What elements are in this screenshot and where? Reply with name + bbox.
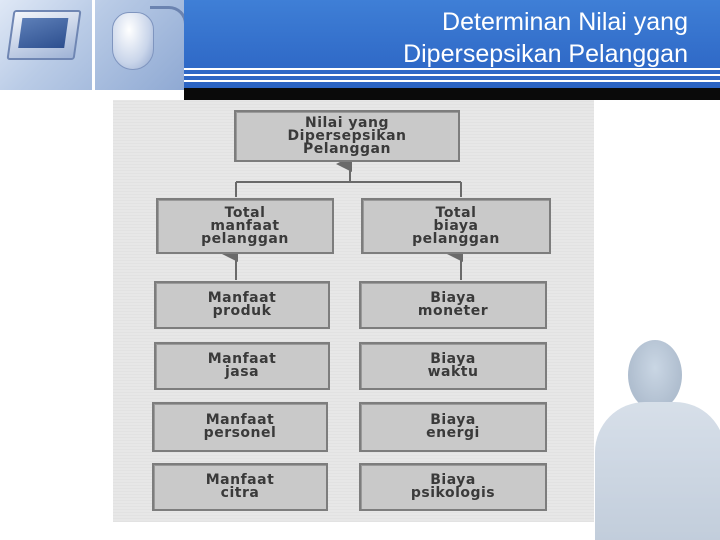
- node-benefit-service: Manfaat jasa: [154, 342, 330, 390]
- node-cost-psychological: Biaya psikologis: [359, 463, 547, 511]
- header-rule: [184, 74, 720, 76]
- node-cost-psychological-label: Biaya psikologis: [411, 474, 495, 500]
- node-benefit-product-label: Manfaat produk: [208, 292, 277, 318]
- slide-title-line-1: Determinan Nilai yang: [268, 6, 688, 38]
- header-bottom-bar: [184, 88, 720, 100]
- header-band: Determinan Nilai yang Dipersepsikan Pela…: [0, 0, 720, 90]
- node-benefit-personnel-label: Manfaat personel: [204, 414, 277, 440]
- header-rule: [184, 68, 720, 70]
- node-cost-time-label: Biaya waktu: [428, 353, 479, 379]
- node-benefit-image-label: Manfaat citra: [206, 474, 275, 500]
- laptop-icon: [6, 10, 81, 60]
- node-benefit-image: Manfaat citra: [152, 463, 328, 511]
- node-total-cost: Total biaya pelanggan: [361, 198, 551, 254]
- node-benefit-service-label: Manfaat jasa: [208, 353, 277, 379]
- node-perceived-value: Nilai yang Dipersepsikan Pelanggan: [234, 110, 460, 162]
- node-cost-energy: Biaya energi: [359, 402, 547, 452]
- mouse-icon: [112, 12, 154, 70]
- slide-title-line-2: Dipersepsikan Pelanggan: [268, 38, 688, 70]
- node-benefit-product: Manfaat produk: [154, 281, 330, 329]
- node-cost-monetary: Biaya moneter: [359, 281, 547, 329]
- node-cost-monetary-label: Biaya moneter: [418, 292, 488, 318]
- node-total-benefit-label: Total manfaat pelanggan: [201, 207, 289, 246]
- node-total-benefit: Total manfaat pelanggan: [156, 198, 334, 254]
- photo-divider: [92, 0, 95, 90]
- mouse-cable: [150, 6, 184, 35]
- node-total-cost-label: Total biaya pelanggan: [412, 207, 500, 246]
- node-cost-time: Biaya waktu: [359, 342, 547, 390]
- value-diagram: Nilai yang Dipersepsikan Pelanggan Total…: [113, 100, 594, 522]
- slide-title: Determinan Nilai yang Dipersepsikan Pela…: [268, 6, 688, 70]
- person-silhouette: [590, 320, 720, 540]
- header-photo: [0, 0, 184, 90]
- node-perceived-value-label: Nilai yang Dipersepsikan Pelanggan: [287, 117, 406, 156]
- node-benefit-personnel: Manfaat personel: [152, 402, 328, 452]
- node-cost-energy-label: Biaya energi: [426, 414, 480, 440]
- header-rule: [184, 80, 720, 82]
